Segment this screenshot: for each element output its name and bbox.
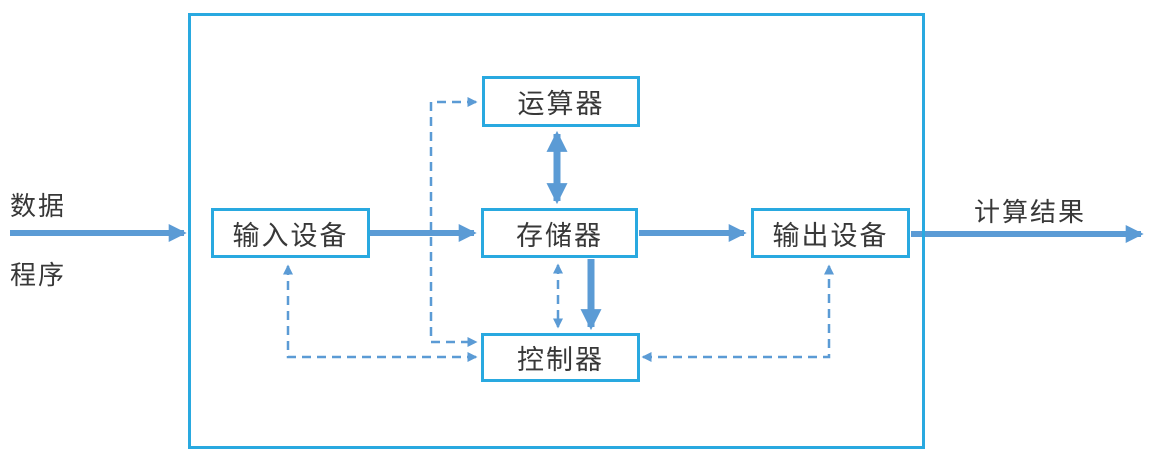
alu-label: 运算器 — [517, 89, 605, 119]
controller-label: 控制器 — [517, 345, 604, 375]
computation-result-label: 计算结果 — [974, 198, 1087, 227]
dashed-connector-output-controller — [641, 264, 834, 362]
dashed-connector-input-controller — [283, 264, 478, 362]
input-device-label: 输入设备 — [232, 220, 349, 251]
output-device-box: 输出设备 — [751, 208, 910, 258]
alu-box: 运算器 — [482, 76, 640, 127]
output-device-label: 输出设备 — [772, 220, 889, 251]
system-boundary-box — [188, 13, 925, 449]
memory-box: 存储器 — [481, 208, 638, 258]
memory-label: 存储器 — [516, 220, 603, 251]
input-device-box: 输入设备 — [211, 208, 370, 258]
data-input-label: 数据 — [10, 192, 67, 221]
program-input-label: 程序 — [10, 261, 67, 290]
controller-box: 控制器 — [481, 333, 640, 382]
